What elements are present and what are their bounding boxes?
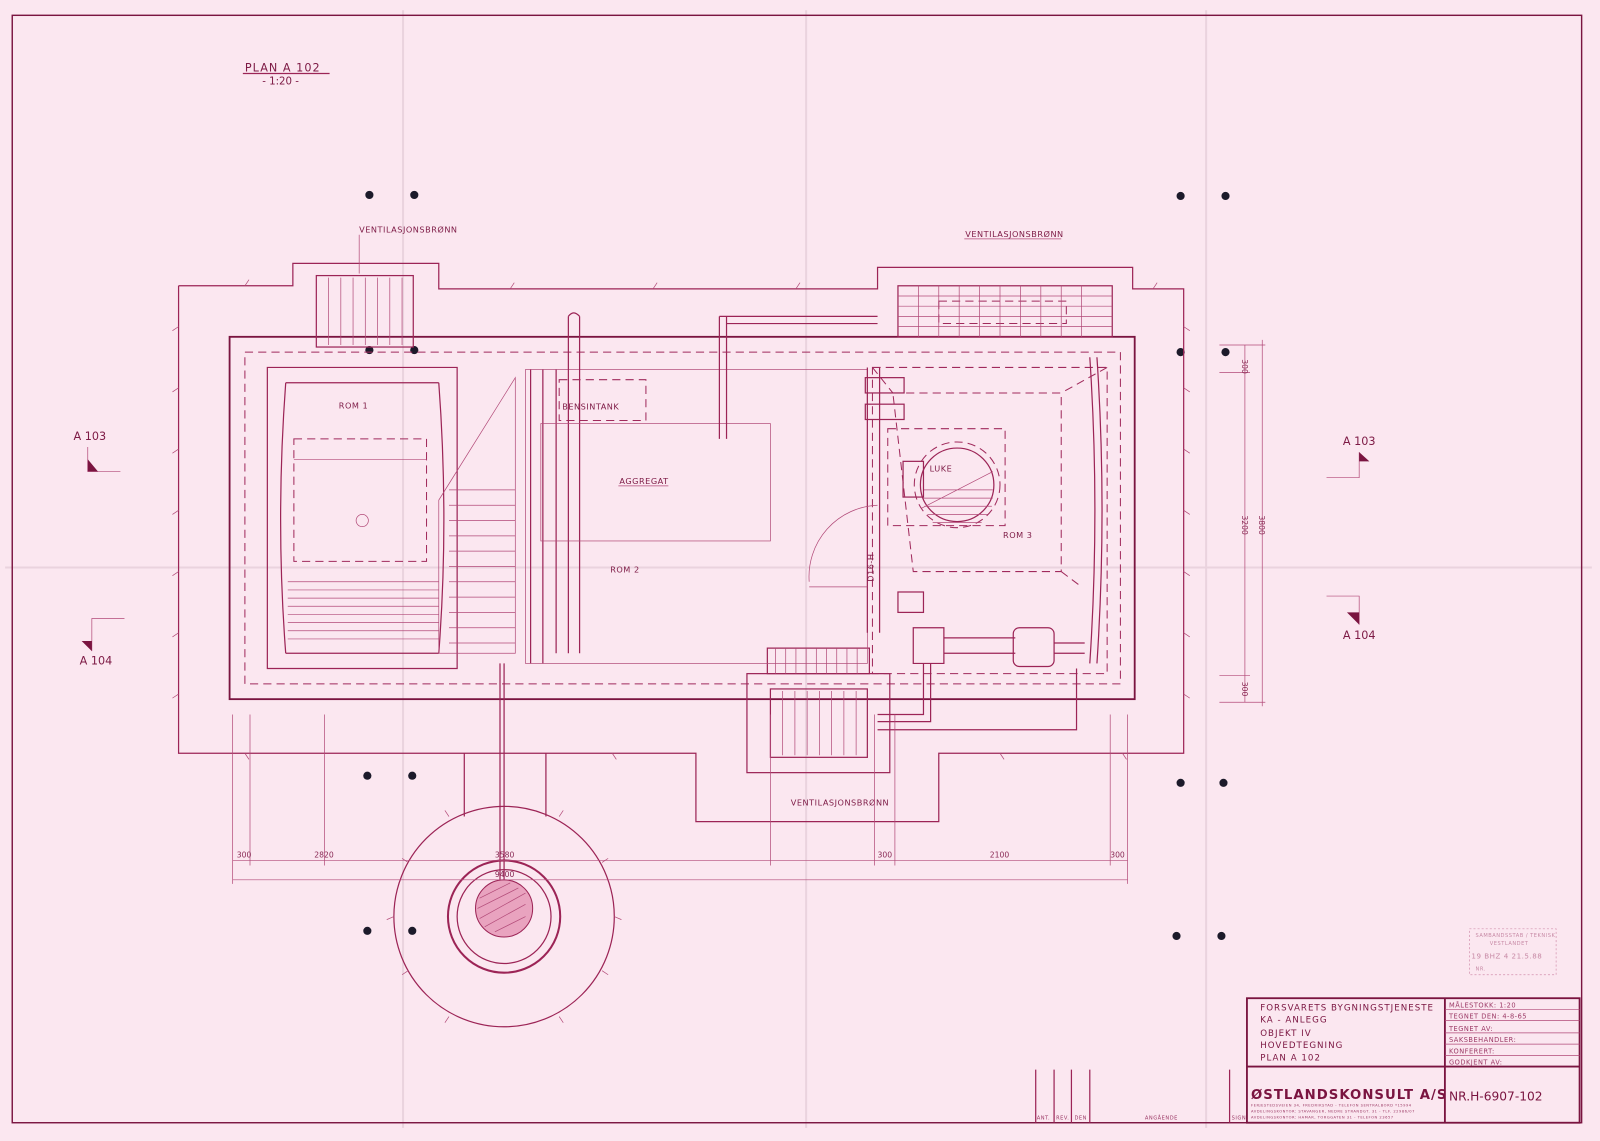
title-line-facility: KA - ANLEGG	[1260, 1016, 1327, 1026]
label-bensintank: BENSINTANK	[562, 401, 619, 411]
title-block: FORSVARETS BYGNINGSTJENESTE KA - ANLEGG …	[1246, 997, 1581, 1124]
company-name: ØSTLANDSKONSULT A/S	[1251, 1088, 1447, 1103]
title-line-type: HOVEDTEGNING	[1260, 1041, 1343, 1051]
room-1	[266, 366, 516, 670]
dim-v-3200: 3200	[1240, 515, 1249, 535]
section-label: A 103	[73, 430, 106, 443]
rev-header-ant: ANT.	[1037, 1116, 1050, 1122]
dim-v-300-top: 300	[1240, 359, 1249, 374]
title-line-plan: PLAN A 102	[1260, 1053, 1321, 1063]
title-line-object: OBJEKT IV	[1260, 1029, 1311, 1039]
section-marker-right-top: A 103	[1326, 435, 1376, 479]
field-drawn-by: TEGNET AV:	[1448, 1025, 1493, 1033]
building-outer-wall	[228, 335, 1136, 701]
paper-folds	[5, 10, 1592, 1128]
section-label: A 103	[1343, 435, 1376, 448]
field-case-officer: SAKSBEHANDLER:	[1449, 1036, 1516, 1044]
field-approved: GODKJENT AV:	[1449, 1059, 1502, 1067]
vent-shaft-right	[897, 285, 1113, 338]
building-inner-wall	[244, 351, 1121, 685]
dim-2100: 2100	[990, 850, 1010, 859]
label-ventilation-bottom: VENTILASJONSBRØNN	[791, 797, 889, 807]
hatch-luke	[902, 441, 1001, 529]
field-drawn-date: TEGNET DEN: 4-8-65	[1448, 1013, 1527, 1021]
dim-300-a: 300	[237, 850, 252, 859]
section-marker-right-bottom: A 104	[1326, 595, 1376, 642]
rev-header-rev: REV.	[1056, 1116, 1069, 1122]
label-rom-2: ROM 2	[610, 565, 639, 575]
label-ventilation-left: VENTILASJONSBRØNN	[359, 225, 457, 235]
field-scale: MÅLESTOKK: 1:20	[1449, 1000, 1516, 1009]
dim-2820: 2820	[314, 850, 334, 859]
field-checked: KONFERERT:	[1449, 1047, 1495, 1055]
room-3	[808, 357, 1108, 731]
section-marker-left-top: A 103	[73, 430, 121, 472]
label-door: D16-H	[865, 553, 875, 581]
title-line-client: FORSVARETS BYGNINGSTJENESTE	[1260, 1003, 1434, 1013]
stamp-line: SAMBANDSSTAB / TEKNISK	[1476, 933, 1556, 939]
company-address: AVDELINGSKONTOR: HAMAR, TORGGATEN 31 - T…	[1251, 1116, 1394, 1120]
rev-header-angaende: ANGÅENDE	[1145, 1115, 1178, 1122]
label-rom-3: ROM 3	[1003, 530, 1032, 540]
section-label: A 104	[1343, 629, 1376, 642]
drawing-number: NR.H-6907-102	[1449, 1089, 1543, 1103]
soil-hatch	[172, 279, 1190, 760]
dim-v-3800: 3800	[1257, 515, 1266, 535]
label-luke: LUKE	[930, 464, 953, 474]
stamp-line: NR.	[1476, 967, 1486, 973]
foundation-outline	[177, 262, 1185, 823]
label-rom-1: ROM 1	[339, 400, 368, 410]
vent-shaft-left	[315, 274, 414, 348]
label-aggregat: AGGREGAT	[619, 476, 668, 486]
company-address: AVDELINGSKONTOR: STAVANGER, NEDRE STRAND…	[1251, 1110, 1415, 1114]
sheet-border	[11, 14, 1583, 1124]
punch-holes	[363, 190, 1230, 941]
stamp-line: VESTLANDET	[1490, 941, 1529, 947]
drawing-title: PLAN A 102	[245, 61, 321, 74]
label-ventilation-right: VENTILASJONSBRØNN	[965, 229, 1063, 239]
section-marker-left-bottom: A 104	[80, 618, 125, 667]
vent-shaft-bottom	[746, 647, 891, 774]
archive-stamp: SAMBANDSSTAB / TEKNISK VESTLANDET 19 BHZ…	[1469, 928, 1557, 976]
dim-v-300-bottom: 300	[1240, 682, 1249, 697]
dim-300-b: 300	[878, 850, 893, 859]
dimension-lines	[232, 339, 1266, 884]
dim-300-c: 300	[1110, 850, 1125, 859]
drawing-scale: - 1:20 -	[262, 77, 299, 88]
dim-9400: 9400	[495, 870, 515, 879]
dim-3580: 3580	[495, 850, 515, 859]
company-address: FERJESTEDSVEIEN 34, FREDRIKSTAD - TELEFO…	[1251, 1103, 1412, 1107]
rev-header-sign: SIGN.	[1232, 1116, 1249, 1122]
section-label: A 104	[80, 654, 113, 667]
stamp-line: 19 BHZ 4 21.5.88	[1471, 951, 1542, 960]
revision-block: ANT. REV. DEN ANGÅENDE SIGN.	[1035, 1069, 1249, 1123]
rev-header-den: DEN	[1074, 1116, 1086, 1122]
